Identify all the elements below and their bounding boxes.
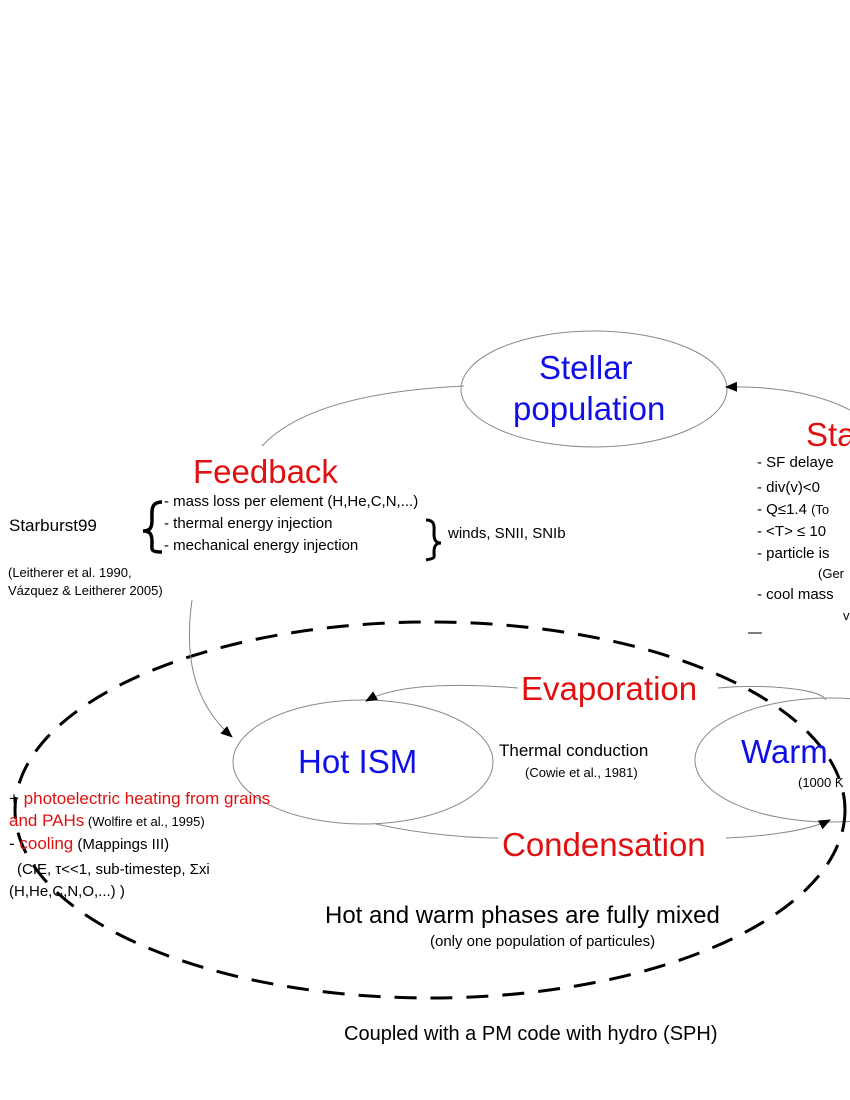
star-formation-criterion-6-ref: v [843,608,850,623]
condensation-arrow [375,820,830,839]
star-formation-criterion-1: - SF delaye [757,454,834,471]
feedback-left-brace [142,500,163,554]
feedback-item-mass-loss: - mass loss per element (H,He,C,N,...) [164,493,419,510]
mixed-phase-boundary [13,620,847,1000]
mixed-phases-title: Hot and warm phases are fully mixed [325,902,720,929]
stellar-population-label-line1: Stellar [539,349,633,386]
thermal-conduction-label: Thermal conduction [499,741,649,760]
mixed-phases-subtitle: (only one population of particules) [430,933,656,950]
heating-line-2: and PAHs (Wolfire et al., 1995) [9,811,205,830]
star-formation-criterion-3: - Q≤1.4 (To [757,501,830,518]
warm-ism-label: Warm [741,733,828,770]
heating-line-1: + photoelectric heating from grains [9,789,271,808]
cooling-detail-2: (H,He,C,N,O,...) ) [9,883,125,900]
feedback-reference-2: Vázquez & Leitherer 2005) [8,583,163,598]
evaporation-arrow [366,684,827,701]
cooling-detail-1: (CIE, τ<<1, sub-timestep, Σxi [17,861,210,878]
starformation-to-stellar-arrow [725,381,850,411]
star-formation-criterion-4: - <T> ≤ 10 [757,523,827,540]
feedback-title: Feedback [193,453,338,490]
star-formation-criterion-6: - cool mass [757,586,834,603]
warm-ism-temperature: (1000 K [798,775,844,790]
star-formation-title: Sta [806,416,850,453]
feedback-winds-label: winds, SNII, SNIb [448,525,566,542]
thermal-conduction-reference: (Cowie et al., 1981) [525,765,638,780]
star-formation-criterion-5-ref: (Ger [818,566,844,581]
coupled-code-note: Coupled with a PM code with hydro (SPH) [344,1023,718,1045]
hot-ism-label: Hot ISM [298,743,418,780]
starburst99-label: Starburst99 [9,516,97,535]
feedback-to-hot-ism-arrow [188,599,233,738]
feedback-to-stellar-connector [261,385,465,447]
stellar-population-label-line2: population [513,390,666,427]
star-formation-criterion-5: - particle is [757,545,830,562]
feedback-reference-1: (Leitherer et al. 1990, [8,565,132,580]
star-formation-criterion-2: - div(v)<0 [757,479,820,496]
feedback-right-brace [425,518,442,562]
feedback-item-mechanical: - mechanical energy injection [164,537,359,554]
feedback-item-thermal: - thermal energy injection [164,515,333,532]
cooling-line: - cooling (Mappings III) [9,834,170,853]
condensation-label: Condensation [502,826,706,863]
evaporation-label: Evaporation [521,670,698,707]
